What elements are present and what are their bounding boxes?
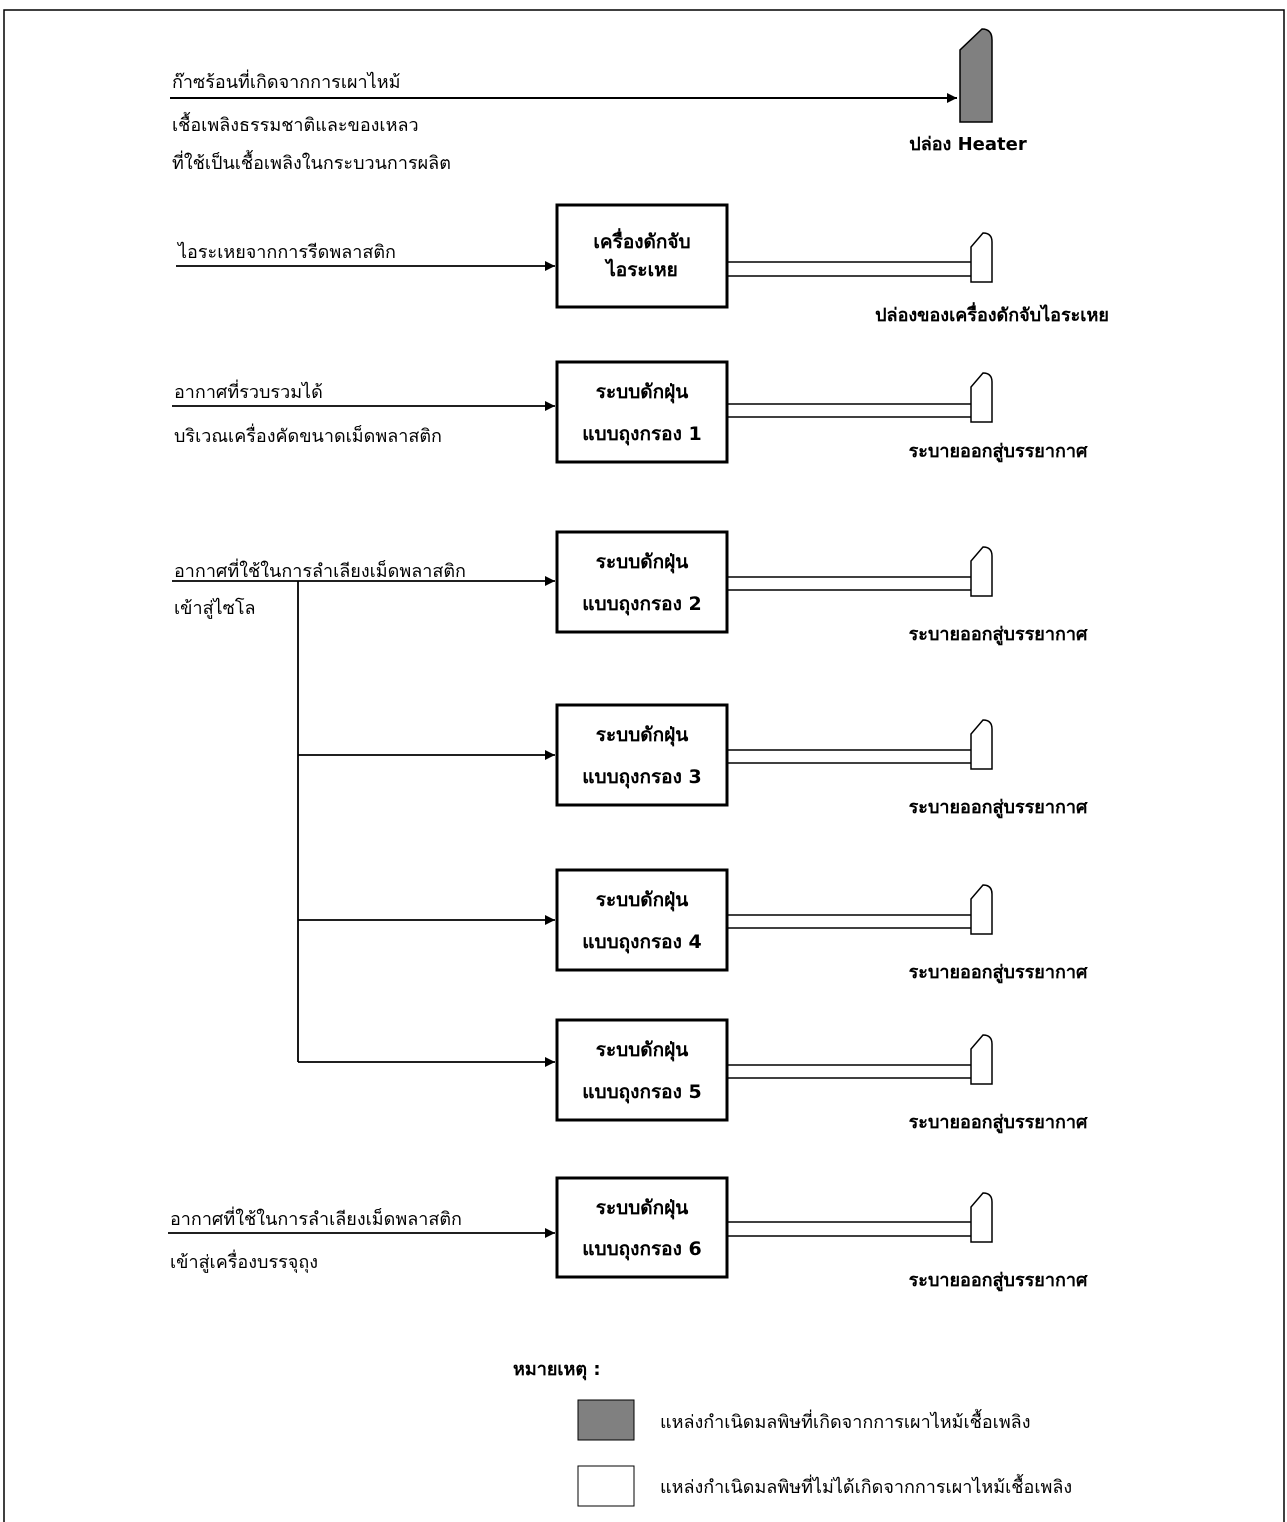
bag1-box-label-2: แบบถุงกรอง 1 xyxy=(582,423,701,446)
bag-filter-2-box xyxy=(555,530,729,634)
heater-section: ก๊าซร้อนที่เกิดจากการเผาไหม้ เชื้อเพลิงธ… xyxy=(170,28,1027,174)
bag-filter-6-section: อากาศที่ใช้ในการลำเลียงเม็ดพลาสติก เข้าส… xyxy=(168,1176,1088,1292)
bag2-box-label-1: ระบบดักฝุ่น xyxy=(596,551,689,574)
legend-label-combustion: แหล่งกำเนิดมลพิษที่เกิดจากการเผาไหม้เชื้… xyxy=(660,1409,1031,1433)
silo-input-label-1: อากาศที่ใช้ในการลำเลียงเม็ดพลาสติก xyxy=(174,558,466,582)
fume-section: ไอระเหยจากการรีดพลาสติก เครื่องดักจับ ไอ… xyxy=(176,203,1109,326)
bag2-stack-label: ระบายออกสู่บรรยากาศ xyxy=(909,624,1088,646)
bag5-box-label-2: แบบถุงกรอง 5 xyxy=(582,1081,701,1104)
bag3-box-label-1: ระบบดักฝุ่น xyxy=(596,724,689,747)
bag1-input-label-1: อากาศที่รวบรวมได้ xyxy=(174,379,323,403)
bag-filter-4-box xyxy=(555,868,729,972)
bag6-stack-icon xyxy=(970,1192,993,1243)
bag-filter-1-box xyxy=(555,360,729,464)
bag6-stack-label: ระบายออกสู่บรรยากาศ xyxy=(909,1270,1088,1292)
bag6-box-label-1: ระบบดักฝุ่น xyxy=(596,1197,689,1220)
legend-swatch-non-combustion xyxy=(577,1465,635,1507)
fume-input-label: ไอระเหยจากการรีดพลาสติก xyxy=(176,241,396,263)
heater-input-label-3: ที่ใช้เป็นเชื้อเพลิงในกระบวนการผลิต xyxy=(172,150,451,174)
silo-section: อากาศที่ใช้ในการลำเลียงเม็ดพลาสติก เข้าส… xyxy=(172,530,1088,1134)
legend-swatch-combustion xyxy=(577,1399,635,1441)
bag6-box-label-2: แบบถุงกรอง 6 xyxy=(582,1238,701,1261)
bag-filter-5-box xyxy=(555,1018,729,1122)
legend-label-non-combustion: แหล่งกำเนิดมลพิษที่ไม่ได้เกิดจากการเผาไห… xyxy=(660,1474,1072,1498)
heater-stack-icon xyxy=(959,28,993,123)
bag1-stack-label: ระบายออกสู่บรรยากาศ xyxy=(909,441,1088,463)
legend-title: หมายเหตุ : xyxy=(513,1359,601,1381)
fume-stack-label: ปล่องของเครื่องดักจับไอระเหย xyxy=(875,302,1109,326)
bag-filter-1-section: อากาศที่รวบรวมได้ บริเวณเครื่องคัดขนาดเม… xyxy=(172,360,1088,464)
page-border xyxy=(3,9,1285,1522)
bag1-box-label-1: ระบบดักฝุ่น xyxy=(596,381,689,404)
bag3-stack-icon xyxy=(970,719,993,770)
bag1-input-label-2: บริเวณเครื่องคัดขนาดเม็ดพลาสติก xyxy=(174,423,442,447)
silo-input-label-2: เข้าสู่ไซโล xyxy=(174,597,256,619)
heater-input-label-2: เชื้อเพลิงธรรมชาติและของเหลว xyxy=(172,112,419,136)
fume-box-label-1: เครื่องดักจับ xyxy=(593,228,690,253)
bag-filter-3-box xyxy=(555,703,729,807)
bag6-input-label-1: อากาศที่ใช้ในการลำเลียงเม็ดพลาสติก xyxy=(170,1206,462,1230)
bag4-stack-label: ระบายออกสู่บรรยากาศ xyxy=(909,962,1088,984)
bag2-box-label-2: แบบถุงกรอง 2 xyxy=(582,593,701,616)
bag1-stack-icon xyxy=(970,372,993,423)
bag3-box-label-2: แบบถุงกรอง 3 xyxy=(582,766,701,789)
fume-collector-box xyxy=(555,203,729,309)
fume-stack-icon xyxy=(970,232,993,283)
bag2-stack-icon xyxy=(970,546,993,597)
bag5-stack-label: ระบายออกสู่บรรยากาศ xyxy=(909,1112,1088,1134)
bag-filter-6-box xyxy=(555,1176,729,1279)
bag5-box-label-1: ระบบดักฝุ่น xyxy=(596,1039,689,1062)
bag4-box-label-2: แบบถุงกรอง 4 xyxy=(582,931,701,954)
heater-input-label-1: ก๊าซร้อนที่เกิดจากการเผาไหม้ xyxy=(172,69,400,93)
heater-stack-label: ปล่อง Heater xyxy=(909,134,1027,155)
bag4-box-label-1: ระบบดักฝุ่น xyxy=(596,889,689,912)
legend: หมายเหตุ : แหล่งกำเนิดมลพิษที่เกิดจากการ… xyxy=(513,1359,1072,1507)
bag5-stack-icon xyxy=(970,1034,993,1085)
bag6-input-label-2: เข้าสู่เครื่องบรรจุถุง xyxy=(170,1249,318,1273)
fume-box-label-2: ไอระเหย xyxy=(604,258,678,281)
bag3-stack-label: ระบายออกสู่บรรยากาศ xyxy=(909,797,1088,819)
bag4-stack-icon xyxy=(970,884,993,935)
